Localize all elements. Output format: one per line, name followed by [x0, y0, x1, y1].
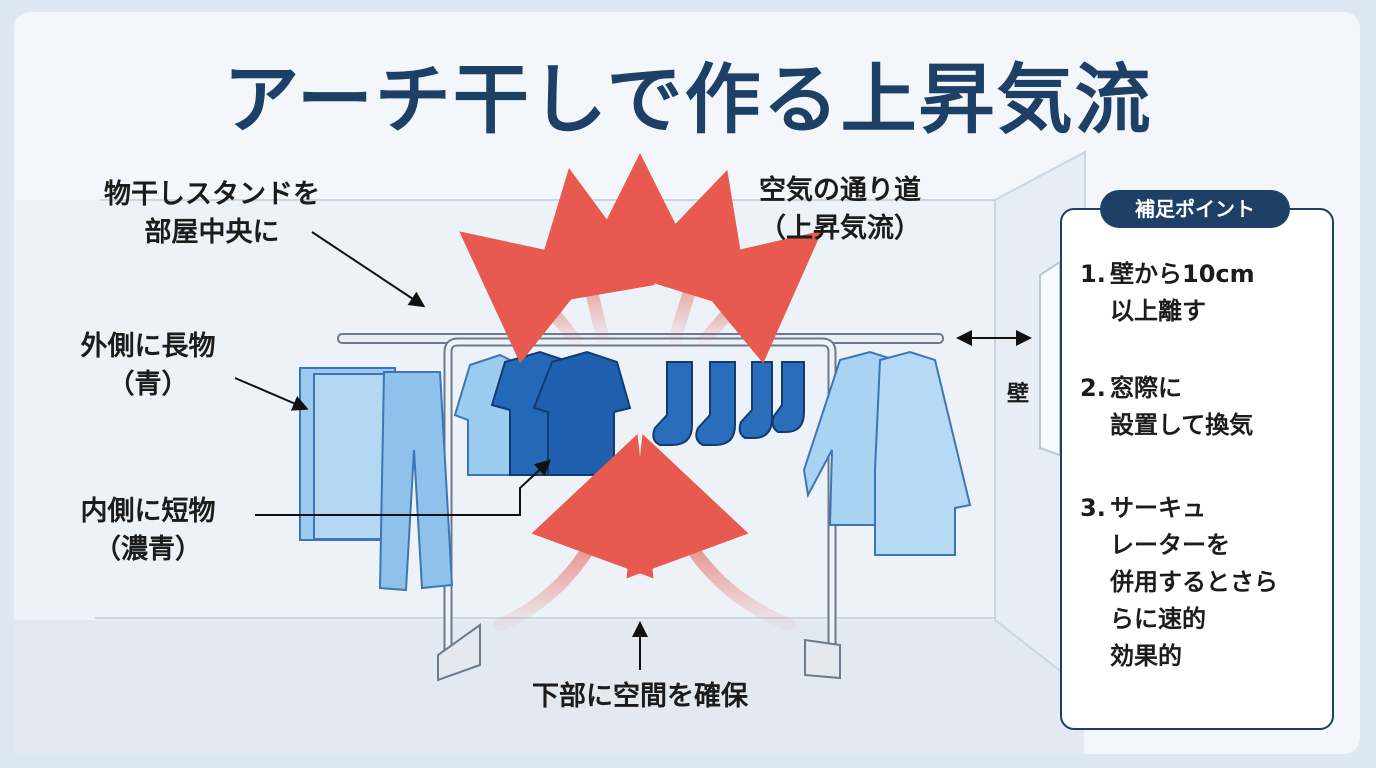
tip-1: 1.壁から10cm 以上離す: [1080, 260, 1255, 325]
tip-2: 2.窓際に 設置して換気: [1080, 374, 1254, 439]
short-clothes-center: [453, 350, 632, 476]
page-title: アーチ干しで作る上昇気流: [223, 55, 1153, 144]
label-outer-long: 外側に長物 （青）: [80, 331, 216, 400]
tips-panel: [1060, 208, 1334, 730]
tips-panel-title: 補足ポイント: [1100, 190, 1290, 228]
label-air-path: 空気の通り道 （上昇気流）: [759, 175, 921, 244]
label-wall: 壁: [1006, 382, 1029, 407]
socks: [652, 361, 805, 446]
callout-lines: [234, 231, 1032, 670]
tip-3: 3.サーキュ レーターを 併用するとさら らに速的 効果的: [1080, 494, 1278, 670]
label-bottom-space: 下部に空間を確保: [532, 681, 748, 712]
label-stand-center: 物干しスタンドを 部屋中央に: [104, 179, 320, 248]
updraft-arrows: [459, 153, 823, 632]
long-clothes-left: [299, 367, 454, 592]
long-clothes-right: [802, 350, 972, 556]
label-inner-short: 内側に短物 （濃青）: [80, 496, 216, 565]
